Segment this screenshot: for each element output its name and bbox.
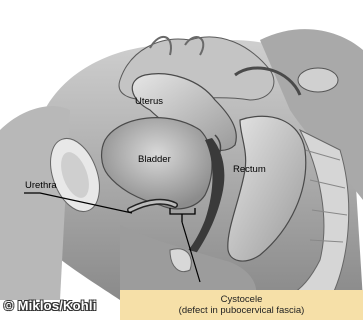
urethra-label: Urethra xyxy=(25,181,57,191)
bladder-label: Bladder xyxy=(138,155,171,165)
copyright-credit: © Miklos/Kohli xyxy=(4,298,97,313)
caption-title: Cystocele xyxy=(221,294,263,305)
rectum-label: Rectum xyxy=(233,165,266,175)
caption-subtitle: (defect in pubocervical fascia) xyxy=(179,305,305,316)
uterus-label: Uterus xyxy=(135,97,163,107)
cystocele-caption: Cystocele (defect in pubocervical fascia… xyxy=(120,290,363,320)
